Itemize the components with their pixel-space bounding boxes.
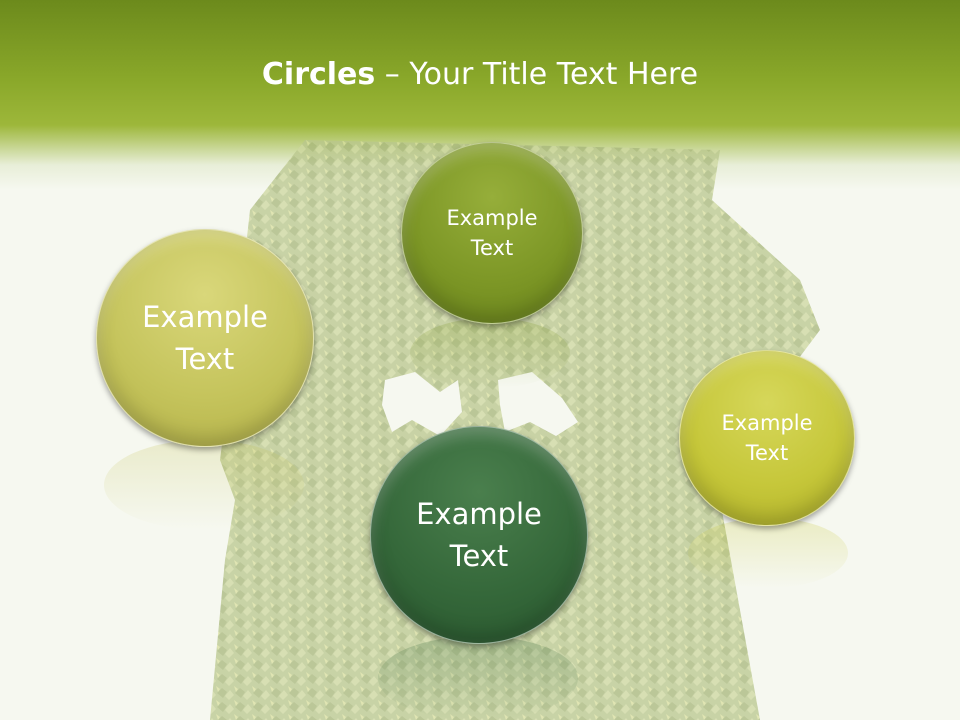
circle-left[interactable]: Example Text xyxy=(96,229,314,447)
page-title: Circles – Your Title Text Here xyxy=(0,52,960,98)
title-rest-part: – Your Title Text Here xyxy=(375,57,699,92)
circle-top[interactable]: Example Text xyxy=(401,142,583,324)
circle-bottom[interactable]: Example Text xyxy=(370,426,588,644)
circle-bottom-label: Example Text xyxy=(416,496,542,573)
circle-reflection xyxy=(410,318,570,388)
circle-right-label: Example Text xyxy=(721,410,813,465)
circle-top-label: Example Text xyxy=(446,205,538,260)
circle-reflection xyxy=(688,518,848,588)
circle-right[interactable]: Example Text xyxy=(679,350,855,526)
circle-reflection xyxy=(104,440,304,530)
circle-left-label: Example Text xyxy=(142,299,268,376)
title-bold-part: Circles xyxy=(261,57,376,92)
circle-reflection xyxy=(378,636,578,720)
